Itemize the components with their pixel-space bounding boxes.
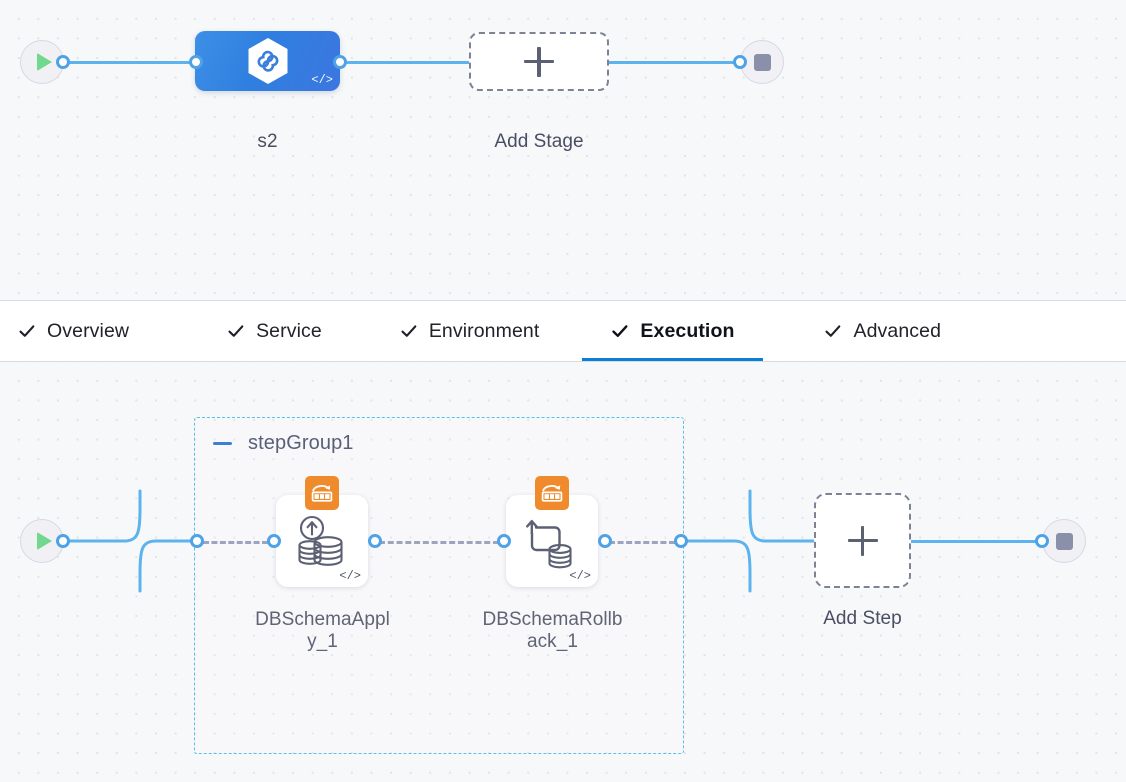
group-output-port[interactable] [674,534,688,548]
tab-label: Execution [640,319,735,342]
step-group-title: stepGroup1 [248,432,354,454]
step-group-container[interactable] [194,417,684,754]
play-icon [36,532,52,550]
rollback-stage-icon [535,476,569,510]
step2-input-port[interactable] [497,534,511,548]
step1-label-line1: DBSchemaAppl [255,609,390,630]
step-node-dbschemaapply[interactable]: </> [276,476,368,587]
add-stage-label: Add Stage [494,131,584,152]
tab-label: Overview [47,319,130,342]
tab-label: Environment [428,319,540,342]
database-rollback-icon [520,511,584,575]
add-step-label: Add Step [823,608,902,629]
add-stage-button[interactable] [469,32,609,91]
check-icon [825,325,841,337]
check-icon [19,325,35,337]
plus-icon [847,525,878,556]
stage-node-s2[interactable]: </> [195,31,340,91]
step2-label-line2: ack_1 [527,631,578,653]
wire-group-to-step1 [203,541,268,544]
wire-add-step-to-end [911,539,1046,543]
step1-output-port[interactable] [368,534,382,548]
code-icon[interactable]: </> [339,569,361,583]
wire-add-stage-to-end [609,60,744,64]
wire-s2-to-add-stage [344,60,470,64]
check-icon [401,325,417,337]
code-icon[interactable]: </> [311,73,333,87]
canvas-divider-top [0,300,1126,301]
step2-label-line1: DBSchemaRollb [482,609,623,630]
play-icon [36,53,52,71]
step-node-dbschemarollback[interactable]: </> [506,476,598,587]
tab-advanced[interactable]: Advanced [824,301,941,361]
hexagon-link-icon [246,37,290,85]
stop-icon [753,53,771,71]
database-apply-icon [290,512,354,576]
execution-start-port[interactable] [56,534,70,548]
wire-start-to-s2 [64,60,201,64]
tab-environment[interactable]: Environment [400,301,540,361]
tab-underline [582,358,764,361]
execution-steps-canvas[interactable]: stepGroup1 [0,362,1126,782]
add-step-button[interactable] [814,493,911,588]
plus-icon [524,46,554,77]
pipeline-end-port[interactable] [733,55,747,69]
minus-icon[interactable] [211,433,233,455]
pipeline-stage-canvas[interactable]: </> s2 Add Stage [0,0,1126,300]
step1-label-line2: y_1 [307,631,338,653]
tab-overview[interactable]: Overview [18,301,129,361]
tab-label: Advanced [853,319,942,342]
wire-step2-to-group-exit [609,541,675,544]
check-icon [228,325,244,337]
tab-execution[interactable]: Execution [582,301,764,361]
stage-s2-input-port[interactable] [189,55,203,69]
step-group-header: stepGroup1 [211,432,354,455]
step1-input-port[interactable] [267,534,281,548]
tab-service[interactable]: Service [227,301,322,361]
execution-end-node[interactable] [1042,519,1086,563]
execution-end-port[interactable] [1035,534,1049,548]
step2-output-port[interactable] [598,534,612,548]
stage-s2-output-port[interactable] [333,55,347,69]
rollback-stage-icon [305,476,339,510]
code-icon[interactable]: </> [569,569,591,583]
check-icon [612,325,628,337]
stage-node-label: s2 [257,131,278,152]
stop-icon [1055,532,1073,550]
step2-label: DBSchemaRollb ack_1 [470,609,635,653]
wire-start-to-group [60,489,204,593]
stage-config-tabs: Overview Service Environment Execution A… [0,301,1126,361]
group-input-port[interactable] [190,534,204,548]
wire-group-to-add-step [680,489,816,593]
step1-label: DBSchemaAppl y_1 [240,609,405,653]
pipeline-start-port[interactable] [56,55,70,69]
tab-label: Service [256,319,322,342]
wire-step1-to-step2 [379,541,499,544]
canvas-divider-bottom [0,361,1126,362]
